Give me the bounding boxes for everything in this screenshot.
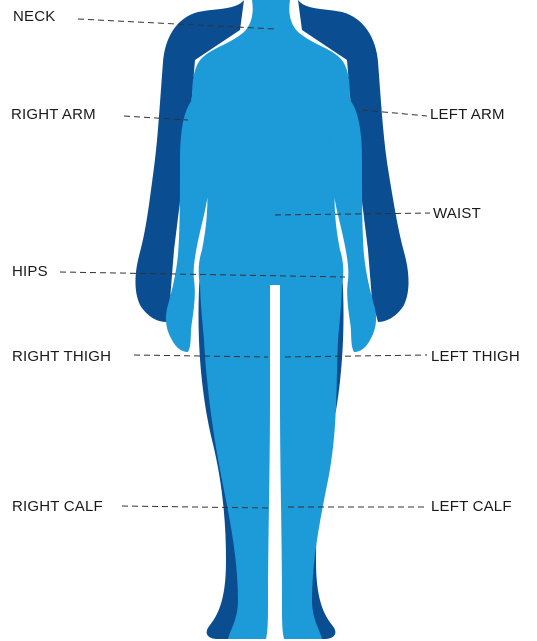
waist-label: WAIST xyxy=(433,205,481,223)
right-arm-label: RIGHT ARM xyxy=(11,106,96,124)
front-body-silhouette xyxy=(166,0,376,639)
right-calf-label: RIGHT CALF xyxy=(12,498,103,516)
right-thigh-label: RIGHT THIGH xyxy=(12,348,111,366)
left-calf-label: LEFT CALF xyxy=(431,498,512,516)
left-arm-label: LEFT ARM xyxy=(430,106,505,124)
neck-label: NECK xyxy=(13,8,55,26)
hips-label: HIPS xyxy=(12,263,48,281)
left-thigh-label: LEFT THIGH xyxy=(431,348,520,366)
